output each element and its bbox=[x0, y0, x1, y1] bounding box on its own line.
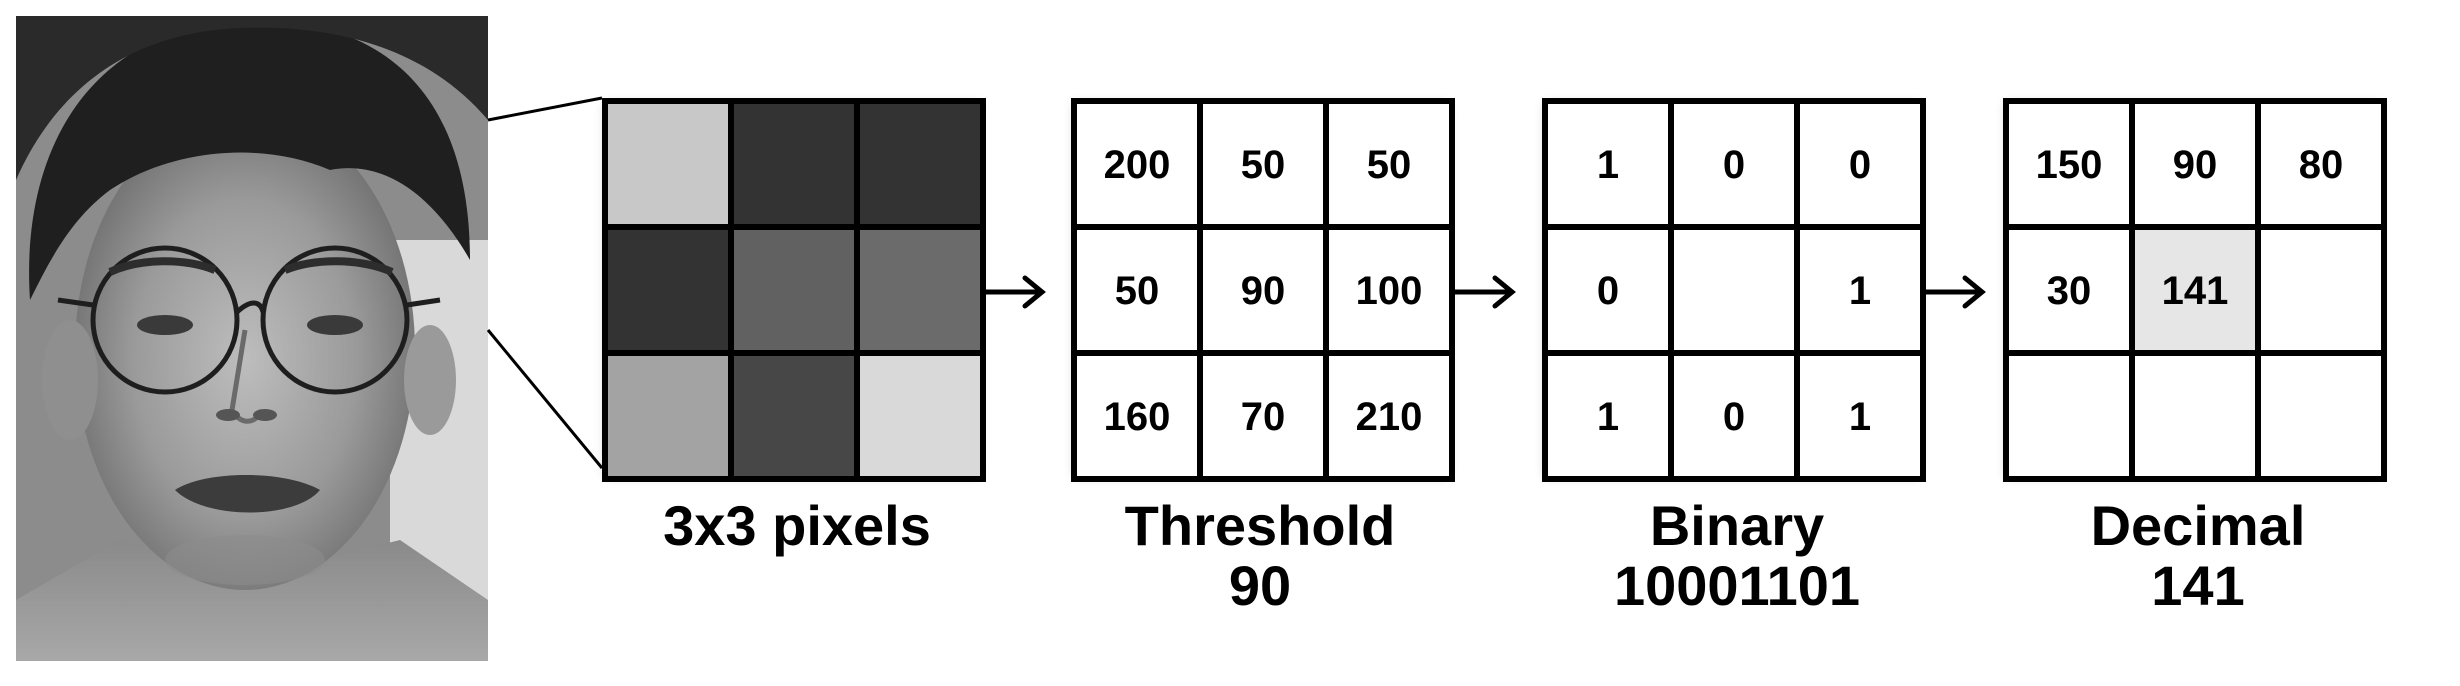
decimal-caption-line2: 141 bbox=[2151, 554, 2244, 617]
binary-grid: 1 0 0 0 1 1 0 1 bbox=[1542, 98, 1926, 482]
binary-caption-line2: 10001101 bbox=[1614, 554, 1860, 617]
grid-cell bbox=[2135, 230, 2255, 350]
grid-cell bbox=[1800, 356, 1920, 476]
grid-cell-value: 50 bbox=[1241, 143, 1286, 187]
grid-cell bbox=[2261, 104, 2381, 224]
grid-cell-value: 50 bbox=[1367, 143, 1412, 187]
arrow-pixels-to-threshold bbox=[982, 275, 1046, 309]
grid-cell-value: 1 bbox=[1597, 395, 1619, 439]
grid-cell bbox=[1203, 356, 1323, 476]
grid-cell bbox=[2009, 104, 2129, 224]
arrow-binary-to-decimal bbox=[1922, 275, 1986, 309]
grid-cell bbox=[734, 104, 854, 224]
grid-cell-value: 1 bbox=[1849, 395, 1871, 439]
grid-cell bbox=[608, 356, 728, 476]
grid-cell bbox=[1203, 230, 1323, 350]
grid-cell bbox=[2009, 230, 2129, 350]
decimal-grid: 150 90 80 30 141 bbox=[2003, 98, 2387, 482]
grid-cell bbox=[2135, 104, 2255, 224]
grid-cell bbox=[1329, 104, 1449, 224]
grid-cell bbox=[734, 356, 854, 476]
grid-cell bbox=[1548, 230, 1668, 350]
grid-cell bbox=[608, 230, 728, 350]
grid-cell-value: 150 bbox=[2036, 143, 2103, 187]
grid-cell-value: 1 bbox=[1849, 269, 1871, 313]
grid-cell bbox=[1077, 230, 1197, 350]
grid-cell bbox=[1329, 356, 1449, 476]
grid-cell bbox=[734, 230, 854, 350]
grid-cell-value: 100 bbox=[1356, 269, 1423, 313]
grid-cell bbox=[860, 104, 980, 224]
pixels-caption: 3x3 pixels bbox=[663, 494, 931, 557]
grid-cell-value: 30 bbox=[2047, 269, 2092, 313]
grid-cell bbox=[1674, 356, 1794, 476]
grid-cell bbox=[1329, 230, 1449, 350]
grid-cell bbox=[1077, 104, 1197, 224]
grid-cell-value: 0 bbox=[1597, 269, 1619, 313]
pixel-grid bbox=[602, 98, 986, 482]
face-photo bbox=[16, 16, 488, 661]
grid-cell bbox=[1800, 230, 1920, 350]
grid-cell bbox=[2009, 356, 2129, 476]
grid-cell-value: 141 bbox=[2162, 269, 2229, 313]
grid-cell bbox=[1674, 104, 1794, 224]
grid-cell bbox=[860, 356, 980, 476]
decimal-caption-line1: Decimal bbox=[2091, 494, 2306, 557]
threshold-caption-line2: 90 bbox=[1229, 554, 1291, 617]
grid-cell-value: 90 bbox=[1241, 269, 1286, 313]
grid-cell bbox=[1674, 230, 1794, 350]
grid-cell bbox=[2261, 356, 2381, 476]
threshold-grid: 200 50 50 50 90 100 160 70 210 bbox=[1071, 98, 1455, 482]
grid-cell bbox=[860, 230, 980, 350]
grid-cell-value: 160 bbox=[1104, 395, 1171, 439]
grid-cell bbox=[1203, 104, 1323, 224]
grid-cell-value: 1 bbox=[1597, 143, 1619, 187]
grid-cell-value: 50 bbox=[1115, 269, 1160, 313]
grid-cell-value: 90 bbox=[2173, 143, 2218, 187]
binary-caption-line1: Binary bbox=[1650, 494, 1824, 557]
grid-cell bbox=[2261, 230, 2381, 350]
zoom-lines bbox=[486, 96, 604, 469]
arrow-threshold-to-binary bbox=[1451, 275, 1516, 309]
grid-cell-value: 0 bbox=[1849, 143, 1871, 187]
grid-cell bbox=[1548, 104, 1668, 224]
grid-cell-value: 70 bbox=[1241, 395, 1286, 439]
grid-cell bbox=[1077, 356, 1197, 476]
grid-cell-value: 80 bbox=[2299, 143, 2344, 187]
grid-cell-value: 0 bbox=[1723, 143, 1745, 187]
grid-cell-value: 210 bbox=[1356, 395, 1423, 439]
threshold-caption-line1: Threshold bbox=[1125, 494, 1396, 557]
grid-cell-value: 200 bbox=[1104, 143, 1171, 187]
grid-cell bbox=[608, 104, 728, 224]
grid-cell bbox=[2135, 356, 2255, 476]
grid-cell-value: 0 bbox=[1723, 395, 1745, 439]
grid-cell bbox=[1800, 104, 1920, 224]
grid-cell bbox=[1548, 356, 1668, 476]
